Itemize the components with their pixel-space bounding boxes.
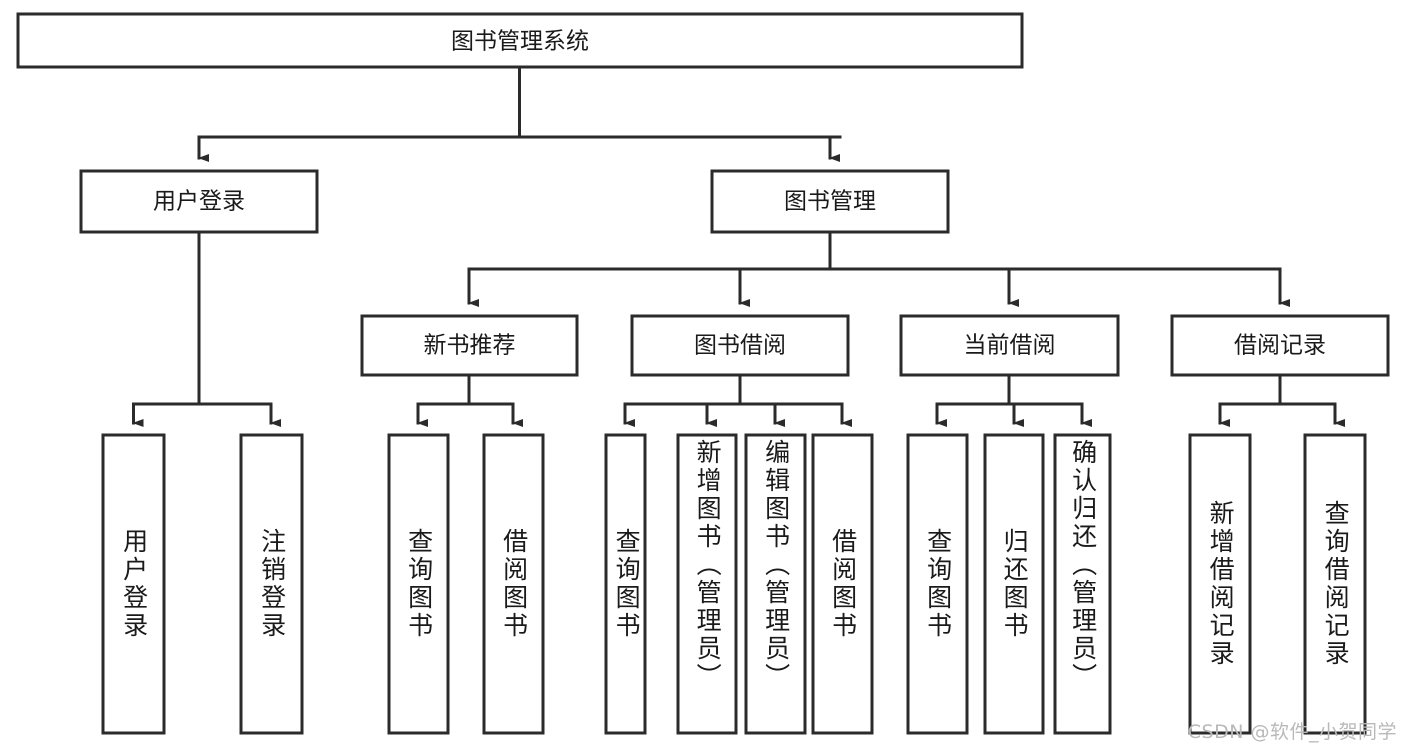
- node-leaf-query-book-3[interactable]: [906, 433, 969, 735]
- connector-recommend-to-leaves: [416, 373, 523, 427]
- node-new-book-recommend-label: 新书推荐: [424, 333, 516, 359]
- node-leaf-borrow-book-2[interactable]: [811, 433, 874, 735]
- node-leaf-edit-book[interactable]: [744, 433, 807, 735]
- node-leaf-query-book-2[interactable]: [604, 433, 647, 735]
- node-leaf-query-record[interactable]: [1303, 433, 1367, 735]
- node-new-book-recommend[interactable]: 新书推荐: [360, 314, 579, 377]
- node-borrow-record-label: 借阅记录: [1234, 333, 1326, 359]
- node-user-login-label: 用户登录: [153, 189, 245, 215]
- node-book-management-label: 图书管理: [784, 189, 876, 215]
- connector-current-to-leaves: [935, 373, 1092, 427]
- node-leaf-add-record[interactable]: [1188, 433, 1252, 735]
- connector-record-to-leaves: [1218, 373, 1345, 427]
- node-current-borrow-label: 当前借阅: [964, 333, 1056, 359]
- node-current-borrow[interactable]: 当前借阅: [899, 314, 1120, 377]
- node-user-login[interactable]: 用户登录: [79, 169, 319, 234]
- node-leaf-query-book-1[interactable]: [387, 433, 450, 735]
- connector-bookmgmt-to-level3: [467, 230, 1290, 307]
- node-root[interactable]: 图书管理系统: [16, 12, 1024, 69]
- node-borrow-record[interactable]: 借阅记录: [1170, 314, 1390, 377]
- csdn-watermark: CSDN @软件_小贺同学: [1187, 721, 1397, 743]
- node-leaf-add-book[interactable]: [676, 433, 738, 735]
- node-leaf-confirm-return[interactable]: [1053, 433, 1112, 735]
- connector-borrow-to-leaves: [623, 373, 852, 427]
- node-book-management[interactable]: 图书管理: [710, 169, 950, 234]
- connector-root-to-level2: [197, 65, 842, 162]
- node-book-borrow[interactable]: 图书借阅: [630, 314, 850, 377]
- node-leaf-return-book[interactable]: [983, 433, 1045, 735]
- node-book-borrow-label: 图书借阅: [694, 333, 786, 359]
- connector-userlogin-to-leaves: [132, 230, 281, 427]
- node-leaf-borrow-book-1[interactable]: [482, 433, 545, 735]
- node-root-label: 图书管理系统: [451, 29, 589, 55]
- node-leaf-logout-login[interactable]: [239, 433, 304, 735]
- node-leaf-user-login[interactable]: [101, 433, 166, 735]
